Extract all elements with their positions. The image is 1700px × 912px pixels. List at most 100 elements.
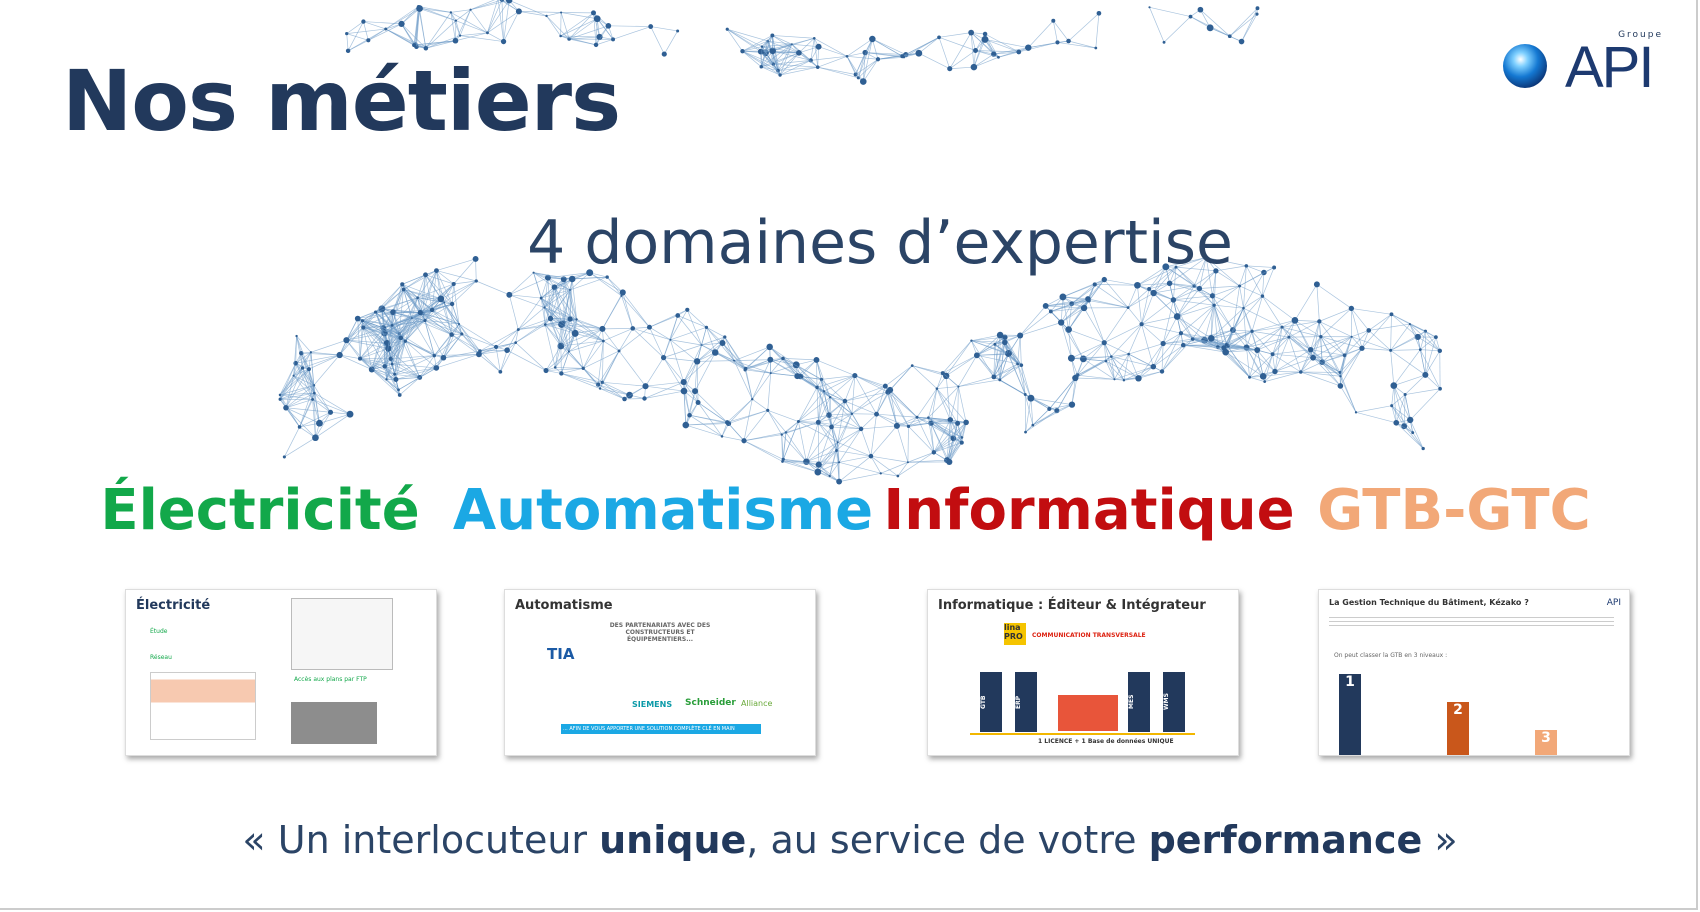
thumb-text: Étude (150, 628, 168, 635)
network-line (837, 428, 862, 443)
network-line (440, 280, 477, 300)
network-line (1127, 307, 1142, 325)
network-line (1300, 371, 1341, 387)
network-line (285, 399, 313, 409)
network-line (949, 66, 974, 70)
network-line (1425, 350, 1441, 376)
network-line (854, 375, 889, 393)
network-line (1095, 13, 1100, 49)
network-line (1391, 405, 1405, 427)
network-line (942, 372, 959, 387)
network-line (1200, 9, 1231, 37)
network-line (938, 37, 951, 69)
network-node (472, 256, 479, 262)
network-line (817, 442, 838, 473)
network-line (663, 315, 679, 358)
network-line (314, 393, 320, 424)
network-line (855, 38, 873, 75)
network-line (817, 397, 831, 423)
network-node (1411, 431, 1415, 435)
network-line (650, 26, 678, 32)
network-line (791, 43, 819, 48)
network-line (509, 0, 547, 17)
network-line (957, 386, 959, 424)
network-line (715, 352, 746, 369)
network-line (876, 413, 909, 427)
network-line (976, 355, 1001, 381)
network-node (1002, 339, 1008, 346)
network-node (593, 42, 599, 48)
network-node (1319, 334, 1323, 339)
network-line (818, 421, 862, 430)
network-node (642, 383, 649, 390)
network-node (1126, 306, 1130, 309)
network-line (742, 46, 763, 52)
network-line (1060, 303, 1073, 323)
network-node (796, 420, 800, 423)
network-line (876, 413, 918, 418)
network-line (683, 361, 698, 383)
network-node (1166, 280, 1173, 287)
network-line (363, 327, 389, 349)
network-line (1083, 358, 1115, 380)
network-line (733, 346, 770, 361)
network-node (295, 334, 298, 338)
network-line (1025, 424, 1034, 433)
network-node (1066, 38, 1071, 44)
network-line (1123, 366, 1154, 381)
network-line (697, 360, 735, 362)
network-line (1105, 353, 1129, 362)
network-line (999, 364, 1022, 381)
network-node (1113, 378, 1116, 381)
network-line (733, 360, 753, 400)
network-line (632, 328, 664, 358)
network-line (1007, 354, 1026, 395)
network-node (1122, 379, 1126, 382)
network-line (999, 363, 1018, 381)
network-line (569, 36, 600, 40)
network-node (1024, 430, 1027, 434)
network-line (453, 258, 476, 285)
network-line (313, 385, 331, 413)
network-line (1062, 296, 1069, 330)
network-line (783, 459, 819, 466)
network-line (1246, 265, 1275, 268)
network-line (425, 274, 454, 285)
network-line (450, 12, 461, 36)
network-line (854, 375, 886, 387)
network-node (345, 48, 351, 54)
network-node (1197, 6, 1204, 13)
network-line (405, 341, 421, 378)
network-line (908, 417, 929, 427)
network-line (1274, 327, 1283, 372)
network-line (683, 344, 702, 383)
network-line (417, 274, 426, 298)
network-line (796, 359, 817, 366)
network-line (798, 414, 830, 422)
network-line (359, 327, 364, 359)
network-line (1241, 13, 1258, 42)
network-line (976, 334, 1001, 356)
network-line (1127, 285, 1138, 308)
network-node (1238, 284, 1242, 288)
network-line (401, 23, 415, 46)
network-line (509, 294, 542, 299)
network-line (663, 357, 685, 392)
network-line (363, 327, 392, 360)
network-line (697, 402, 728, 423)
network-line (1192, 329, 1234, 340)
network-line (973, 53, 994, 68)
network-line (1351, 308, 1392, 315)
network-line (1316, 284, 1320, 322)
network-line (908, 426, 935, 453)
network-node (685, 307, 690, 312)
network-node (1092, 282, 1097, 287)
network-node (1174, 265, 1178, 269)
network-line (1077, 342, 1105, 376)
network-node (981, 35, 989, 43)
network-line (821, 379, 846, 402)
network-node (815, 385, 819, 390)
network-line (1173, 288, 1200, 301)
network-line (595, 18, 598, 45)
network-line (1256, 349, 1264, 377)
